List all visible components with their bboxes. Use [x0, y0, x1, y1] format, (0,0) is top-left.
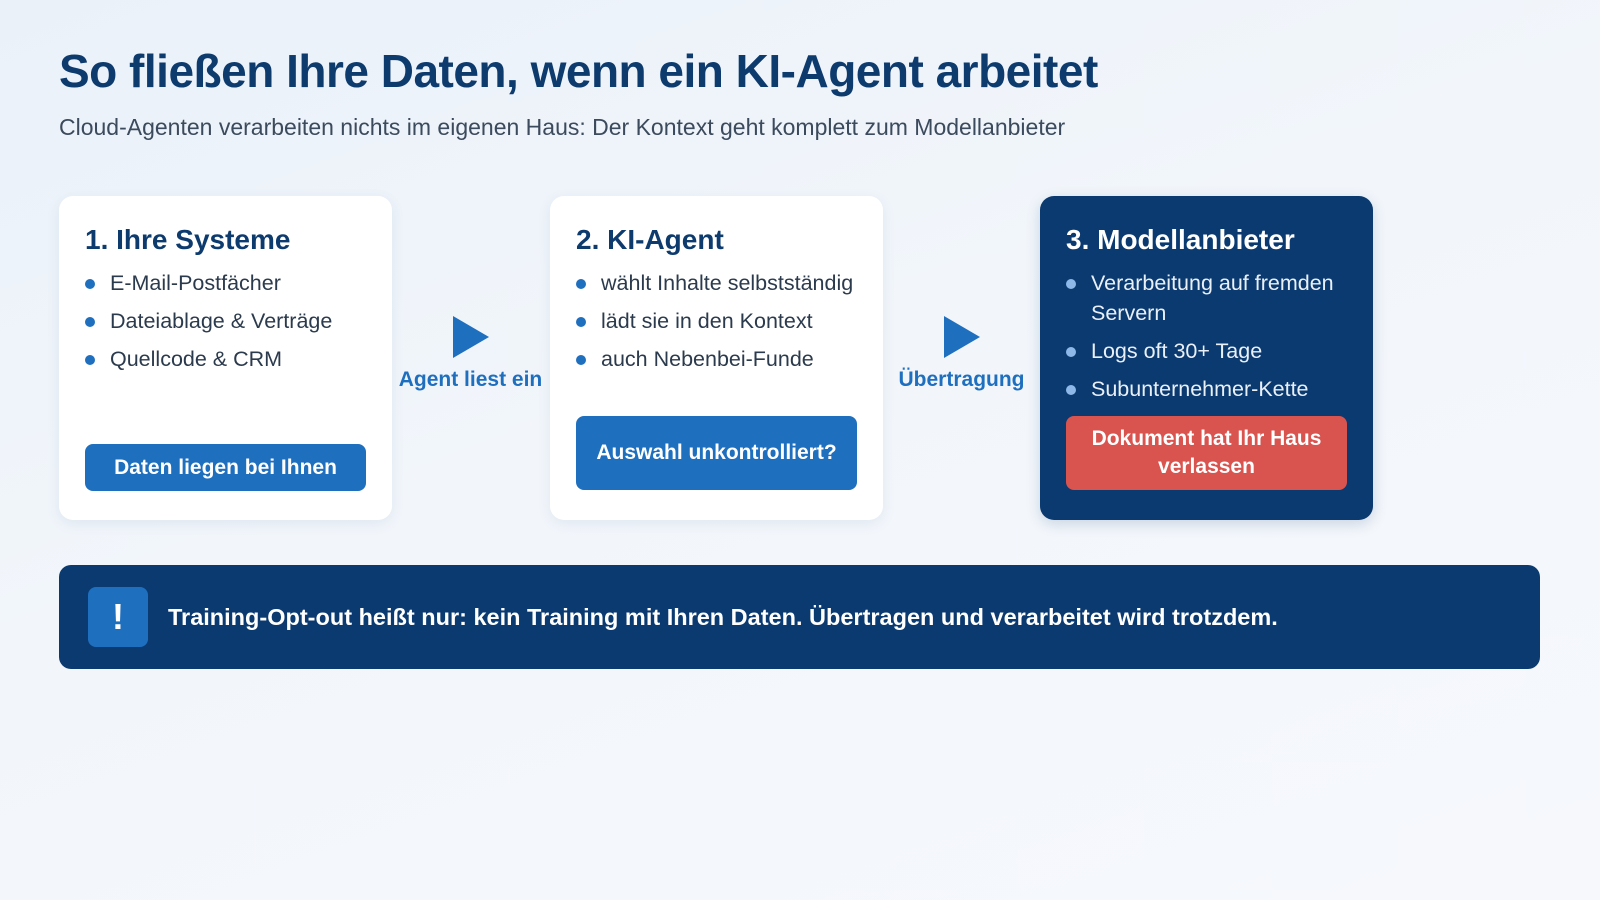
bullet-icon — [85, 279, 95, 289]
alert-text: Training-Opt-out heißt nur: kein Trainin… — [168, 603, 1278, 630]
card-title: 1. Ihre Systeme — [85, 224, 291, 255]
card-ihre-systeme: 1. Ihre Systeme E-Mail-Postfächer Dateia… — [59, 196, 392, 520]
list-item-label: wählt Inhalte selbstständig — [601, 271, 854, 295]
status-badge: Auswahl unkontrolliert? — [576, 416, 857, 490]
list-item: Logs oft 30+ Tage — [1066, 336, 1347, 366]
exclamation-icon: ! — [88, 587, 148, 647]
list-item: wählt Inhalte selbstständig — [576, 268, 857, 298]
status-badge: Dokument hat Ihr Haus verlassen — [1066, 416, 1347, 490]
connector-label: Übertragung — [898, 368, 1025, 391]
badge-label: Daten liegen bei Ihnen — [114, 455, 337, 479]
bullet-icon — [1066, 279, 1076, 289]
list-item-label: lädt sie in den Kontext — [601, 309, 813, 333]
card-list: Verarbeitung auf fremden Servern Logs of… — [1066, 268, 1347, 404]
card-modellanbieter: 3. Modellanbieter Verarbeitung auf fremd… — [1040, 196, 1373, 520]
list-item: Subunternehmer-Kette — [1066, 374, 1347, 404]
status-badge: Daten liegen bei Ihnen — [85, 444, 366, 491]
connector-agent-liest-ein: Agent liest ein — [393, 316, 548, 406]
list-item: Verarbeitung auf fremden Servern — [1066, 268, 1347, 328]
list-item-label: Verarbeitung auf fremden Servern — [1091, 271, 1334, 325]
card-title: 3. Modellanbieter — [1066, 224, 1295, 255]
bullet-icon — [1066, 347, 1076, 357]
page-subtitle: Cloud-Agenten verarbeiten nichts im eige… — [59, 114, 1066, 140]
list-item: lädt sie in den Kontext — [576, 306, 857, 336]
list-item-label: Quellcode & CRM — [110, 347, 283, 371]
bullet-icon — [576, 279, 586, 289]
arrow-right-icon — [452, 316, 489, 358]
badge-label: Auswahl unkontrolliert? — [596, 441, 837, 464]
list-item: Dateiablage & Verträge — [85, 306, 366, 336]
card-ki-agent: 2. KI-Agent wählt Inhalte selbstständig … — [550, 196, 883, 520]
bullet-icon — [576, 355, 586, 365]
list-item-label: auch Nebenbei-Funde — [601, 347, 814, 371]
connector-label: Agent liest ein — [398, 368, 543, 391]
bullet-icon — [1066, 385, 1076, 395]
list-item-label: Dateiablage & Verträge — [110, 309, 333, 333]
card-title: 2. KI-Agent — [576, 224, 724, 255]
list-item-label: Subunternehmer-Kette — [1091, 377, 1309, 401]
list-item-label: Logs oft 30+ Tage — [1091, 339, 1263, 363]
card-list: E-Mail-Postfächer Dateiablage & Verträge… — [85, 268, 366, 374]
list-item: auch Nebenbei-Funde — [576, 344, 857, 374]
list-item: Quellcode & CRM — [85, 344, 366, 374]
arrow-right-icon — [943, 316, 980, 358]
connector-uebertragung: Übertragung — [884, 316, 1039, 406]
card-list: wählt Inhalte selbstständig lädt sie in … — [576, 268, 857, 374]
list-item-label: E-Mail-Postfächer — [110, 271, 281, 295]
alert-banner: ! Training-Opt-out heißt nur: kein Train… — [59, 565, 1540, 669]
badge-label: Dokument hat Ihr Haus verlassen — [1091, 427, 1322, 478]
list-item: E-Mail-Postfächer — [85, 268, 366, 298]
bullet-icon — [85, 355, 95, 365]
page-title: So fließen Ihre Daten, wenn ein KI-Agent… — [59, 45, 1098, 97]
bullet-icon — [576, 317, 586, 327]
bullet-icon — [85, 317, 95, 327]
